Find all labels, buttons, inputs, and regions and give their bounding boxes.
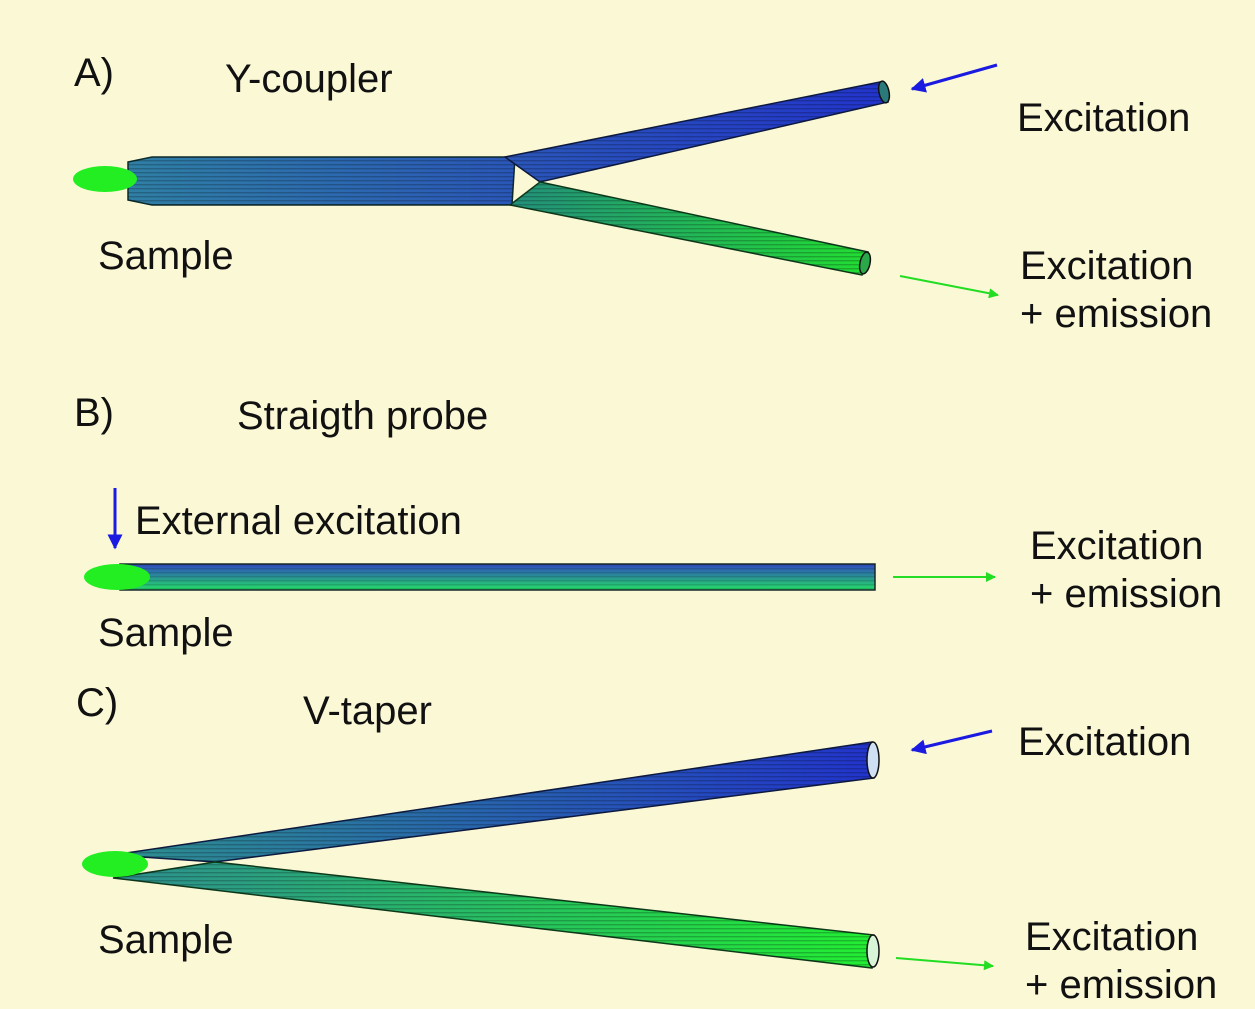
panel-c-sample-label: Sample [98,918,234,962]
panel-c-output-label: Excitation + emission [1025,913,1217,1009]
panel-a-y-coupler-fiber [127,80,891,276]
panel-b-title: Straigth probe [237,394,489,438]
panel-c-output-line2: + emission [1025,963,1218,1007]
sample-spot-b [84,564,150,590]
excitation-arrow-c [910,729,993,755]
emission-arrow-a [899,275,999,299]
emission-arrow-c [895,957,994,971]
panel-c-input-label: Excitation [1018,720,1192,764]
panel-a-output-line1: Excitation [1020,244,1194,288]
panel-b-output-line1: Excitation [1030,524,1204,568]
panel-c-v-taper-fiber [112,741,880,969]
panel-a-input-label: Excitation [1017,96,1191,140]
panel-c-title: V-taper [303,689,432,733]
panel-a-title: Y-coupler [225,57,393,101]
panel-b-straight-probe-fiber [119,563,876,591]
panel-a-output-line2: + emission [1020,292,1213,336]
panel-a-sample-label: Sample [98,234,234,278]
external-excitation-label: External excitation [135,499,462,543]
panel-c-letter: C) [76,681,119,725]
panel-a-output-label: Excitation + emission [1020,242,1212,338]
sample-spot-a [73,166,137,192]
panel-c-output-line1: Excitation [1025,915,1199,959]
excitation-arrow-a [910,63,998,93]
panel-b-output-label: Excitation + emission [1030,522,1222,618]
panel-b-output-line2: + emission [1030,572,1223,616]
panel-b-sample-label: Sample [98,611,234,655]
panel-a-letter: A) [74,51,114,95]
panel-b-letter: B) [74,391,114,435]
sample-spot-c [82,851,148,877]
